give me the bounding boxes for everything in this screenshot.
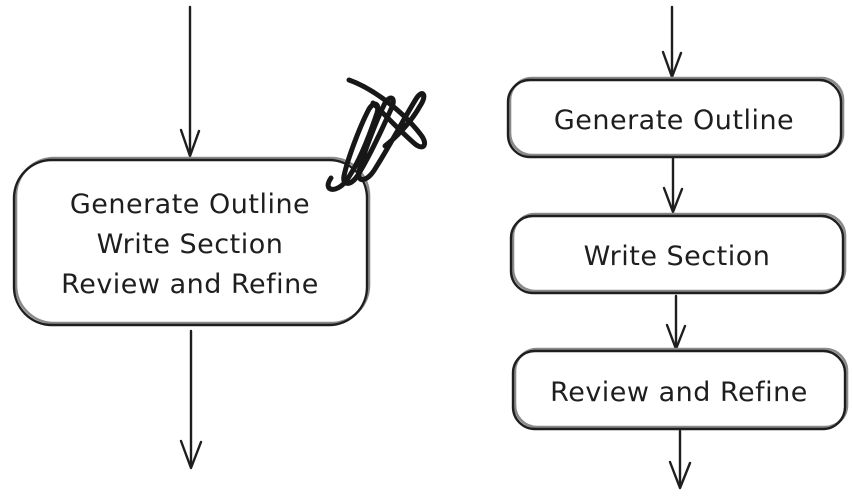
arrow-down-icon: [662, 156, 684, 214]
node-label: Review and Refine: [550, 377, 808, 408]
flow-node-write-section: Write Section: [509, 212, 847, 295]
arrow-down-icon: [665, 294, 687, 351]
right-flow-group: Generate Outline Write Section: [506, 5, 849, 490]
scribble-icon: [325, 77, 428, 192]
node-line-3: Review and Refine: [61, 269, 319, 300]
node-label: Generate Outline: [554, 105, 794, 136]
merged-steps-node: Generate Outline Write Section Review an…: [12, 156, 371, 327]
node-line-2: Write Section: [97, 229, 284, 260]
arrow-down-icon: [668, 429, 692, 490]
node-line-1: Generate Outline: [70, 189, 310, 220]
left-flow-group: Generate Outline Write Section Review an…: [12, 5, 428, 470]
arrow-down-icon: [179, 329, 203, 470]
arrow-down-icon: [661, 5, 683, 79]
arrow-down-icon: [179, 5, 201, 158]
node-label: Write Section: [584, 241, 771, 272]
flow-node-generate-outline: Generate Outline: [506, 76, 845, 159]
flow-node-review-and-refine: Review and Refine: [511, 347, 849, 431]
